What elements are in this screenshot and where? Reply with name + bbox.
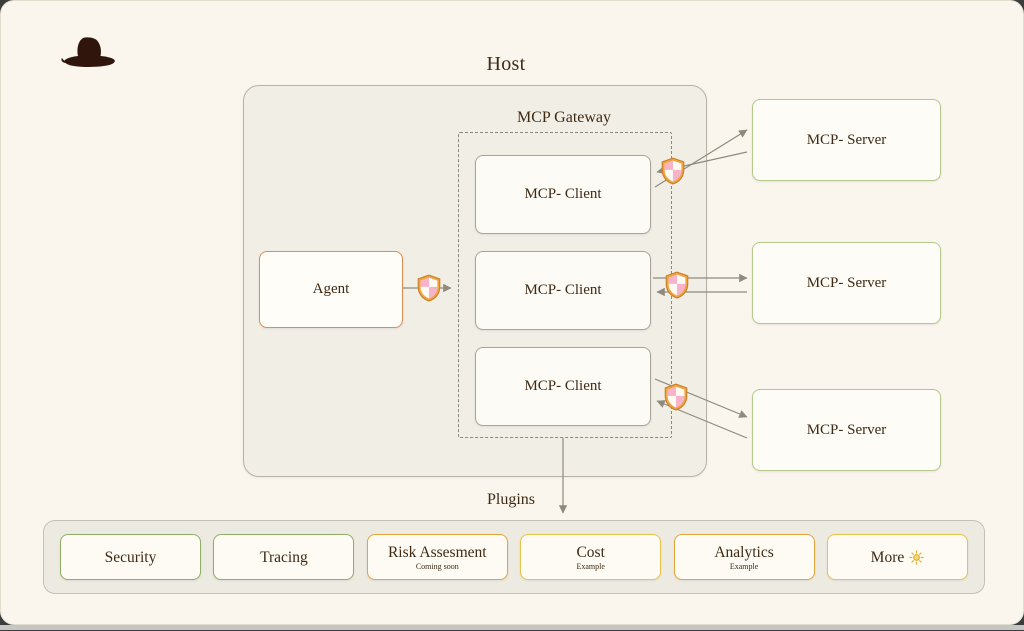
- plugin-label: More: [870, 548, 905, 566]
- agent-label: Agent: [312, 281, 350, 297]
- mcp-server-node-3: MCP- Server: [752, 389, 941, 471]
- mcp-server-label: MCP- Server: [806, 131, 887, 148]
- plugin-sublabel: Example: [729, 561, 759, 571]
- gateway-label: MCP Gateway: [516, 109, 612, 126]
- plugins-bar: Security Tracing Risk Assesment Coming s…: [43, 520, 985, 594]
- host-title: Host: [486, 53, 526, 75]
- window-bottom-strip: [0, 625, 1024, 630]
- plugins-label: Plugins: [486, 491, 535, 508]
- mcp-server-label: MCP- Server: [806, 274, 887, 291]
- bulb-icon: [909, 549, 924, 565]
- plugin-more: More: [826, 534, 968, 580]
- mcp-server-node-1: MCP- Server: [752, 99, 941, 181]
- plugin-tracing: Tracing: [213, 534, 355, 580]
- plugin-cost: Cost Example: [520, 534, 662, 580]
- plugin-sublabel: Example: [576, 561, 605, 571]
- plugin-label: Risk Assesment: [387, 543, 487, 561]
- cowboy-hat-logo-icon: [61, 37, 115, 67]
- plugin-label: Security: [104, 548, 157, 566]
- plugin-label: Tracing: [260, 548, 308, 566]
- plugin-sublabel: Coming soon: [415, 561, 459, 571]
- mcp-client-node-1: MCP- Client: [475, 155, 651, 234]
- mcp-server-node-2: MCP- Server: [752, 242, 941, 324]
- mcp-client-node-2: MCP- Client: [475, 251, 651, 330]
- plugin-risk-assesment: Risk Assesment Coming soon: [366, 534, 508, 580]
- mcp-client-node-3: MCP- Client: [475, 347, 651, 426]
- mcp-client-label: MCP- Client: [524, 186, 602, 202]
- plugin-analytics: Analytics Example: [673, 534, 815, 580]
- plugin-label: Analytics: [714, 543, 774, 561]
- mcp-client-label: MCP- Client: [524, 378, 602, 394]
- mcp-client-label: MCP- Client: [524, 282, 602, 298]
- plugin-label: Cost: [576, 543, 605, 561]
- agent-node: Agent: [259, 251, 403, 328]
- mcp-server-label: MCP- Server: [806, 421, 887, 438]
- plugin-security: Security: [60, 534, 201, 580]
